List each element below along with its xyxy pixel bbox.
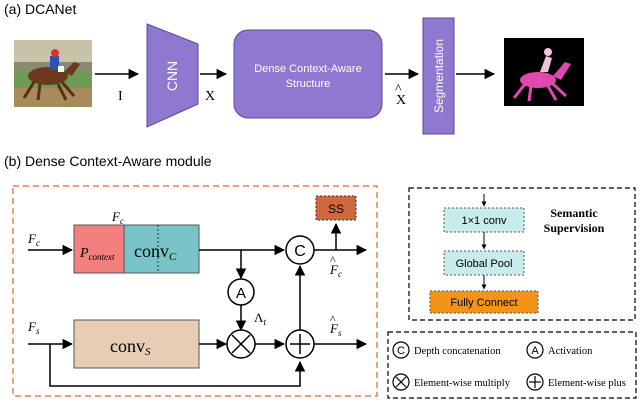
- conv1x1-block: [443, 207, 525, 233]
- conv1x1-label: 1×1 conv: [462, 215, 507, 227]
- legend-activation-label: Activation: [548, 346, 593, 357]
- pcontext-label: Pcontext: [79, 246, 115, 262]
- multiply-node-icon: [226, 329, 256, 359]
- segmentation-mask-output-icon: [504, 38, 584, 106]
- legend-plus-label: Element-wise plus: [548, 378, 626, 389]
- input-label: I: [118, 89, 123, 104]
- cnn-block: [146, 23, 199, 128]
- segmentation-label: Segmentation: [432, 39, 446, 113]
- cnn-label: CNN: [164, 61, 180, 91]
- legend-multiply-icon: [392, 373, 410, 391]
- dense-label-line2: Structure: [286, 78, 331, 90]
- ss-label: SS: [328, 202, 344, 216]
- legend-concat-symbol: C: [397, 345, 405, 357]
- conv-s-label: convS: [110, 336, 151, 358]
- fully-connect-label: Fully Connect: [450, 297, 517, 309]
- section-b-title: (b) Dense Context-Aware module: [4, 153, 212, 169]
- conv-c-label: convC: [134, 241, 177, 263]
- legend-concat-label: Depth concatenation: [414, 346, 501, 357]
- xhat-label: X: [396, 93, 406, 108]
- dense-context-aware-block: [233, 29, 383, 119]
- supervision-title-1: Semantic: [550, 206, 598, 220]
- fc-hat-output-label: Fc: [329, 262, 342, 279]
- segmentation-block: [422, 17, 455, 135]
- legend-plus-icon: [526, 373, 544, 391]
- skip-connection: [49, 344, 306, 387]
- fs-hat-output-label: Fs: [329, 321, 342, 338]
- section-a-title: (a) DCANet: [4, 1, 76, 17]
- dense-label-line1: Dense Context-Aware: [254, 63, 361, 75]
- legend-activation-symbol: A: [531, 345, 539, 357]
- module-dashed-frame: [12, 185, 378, 397]
- legend-activation-icon: [526, 341, 544, 359]
- fc-top-label: Fc: [111, 209, 124, 226]
- horse-racing-photo-icon: [14, 40, 92, 107]
- fc-input-label: Fc: [27, 231, 40, 248]
- ss-block: [315, 195, 357, 221]
- supervision-title-2: Supervision: [544, 221, 605, 235]
- x-label: X: [205, 89, 215, 104]
- fs-input-label: Fs: [27, 319, 40, 336]
- fs-hat-mark: ^: [330, 312, 336, 326]
- semantic-supervision-frame: [408, 187, 636, 321]
- conv-c-block: [123, 224, 200, 274]
- xhat-hat: ^: [395, 82, 402, 97]
- activation-node-symbol: A: [236, 285, 246, 302]
- lambda-label: Λt: [254, 310, 266, 327]
- legend-frame: [387, 331, 637, 399]
- fully-connect-block: [429, 290, 539, 314]
- plus-node-icon: [285, 329, 315, 359]
- fc-hat-mark: ^: [330, 253, 336, 267]
- legend-concat-icon: [392, 341, 410, 359]
- global-pool-label: Global Pool: [456, 258, 513, 270]
- concat-node-symbol: C: [294, 243, 306, 260]
- legend-multiply-label: Element-wise multiply: [414, 378, 511, 389]
